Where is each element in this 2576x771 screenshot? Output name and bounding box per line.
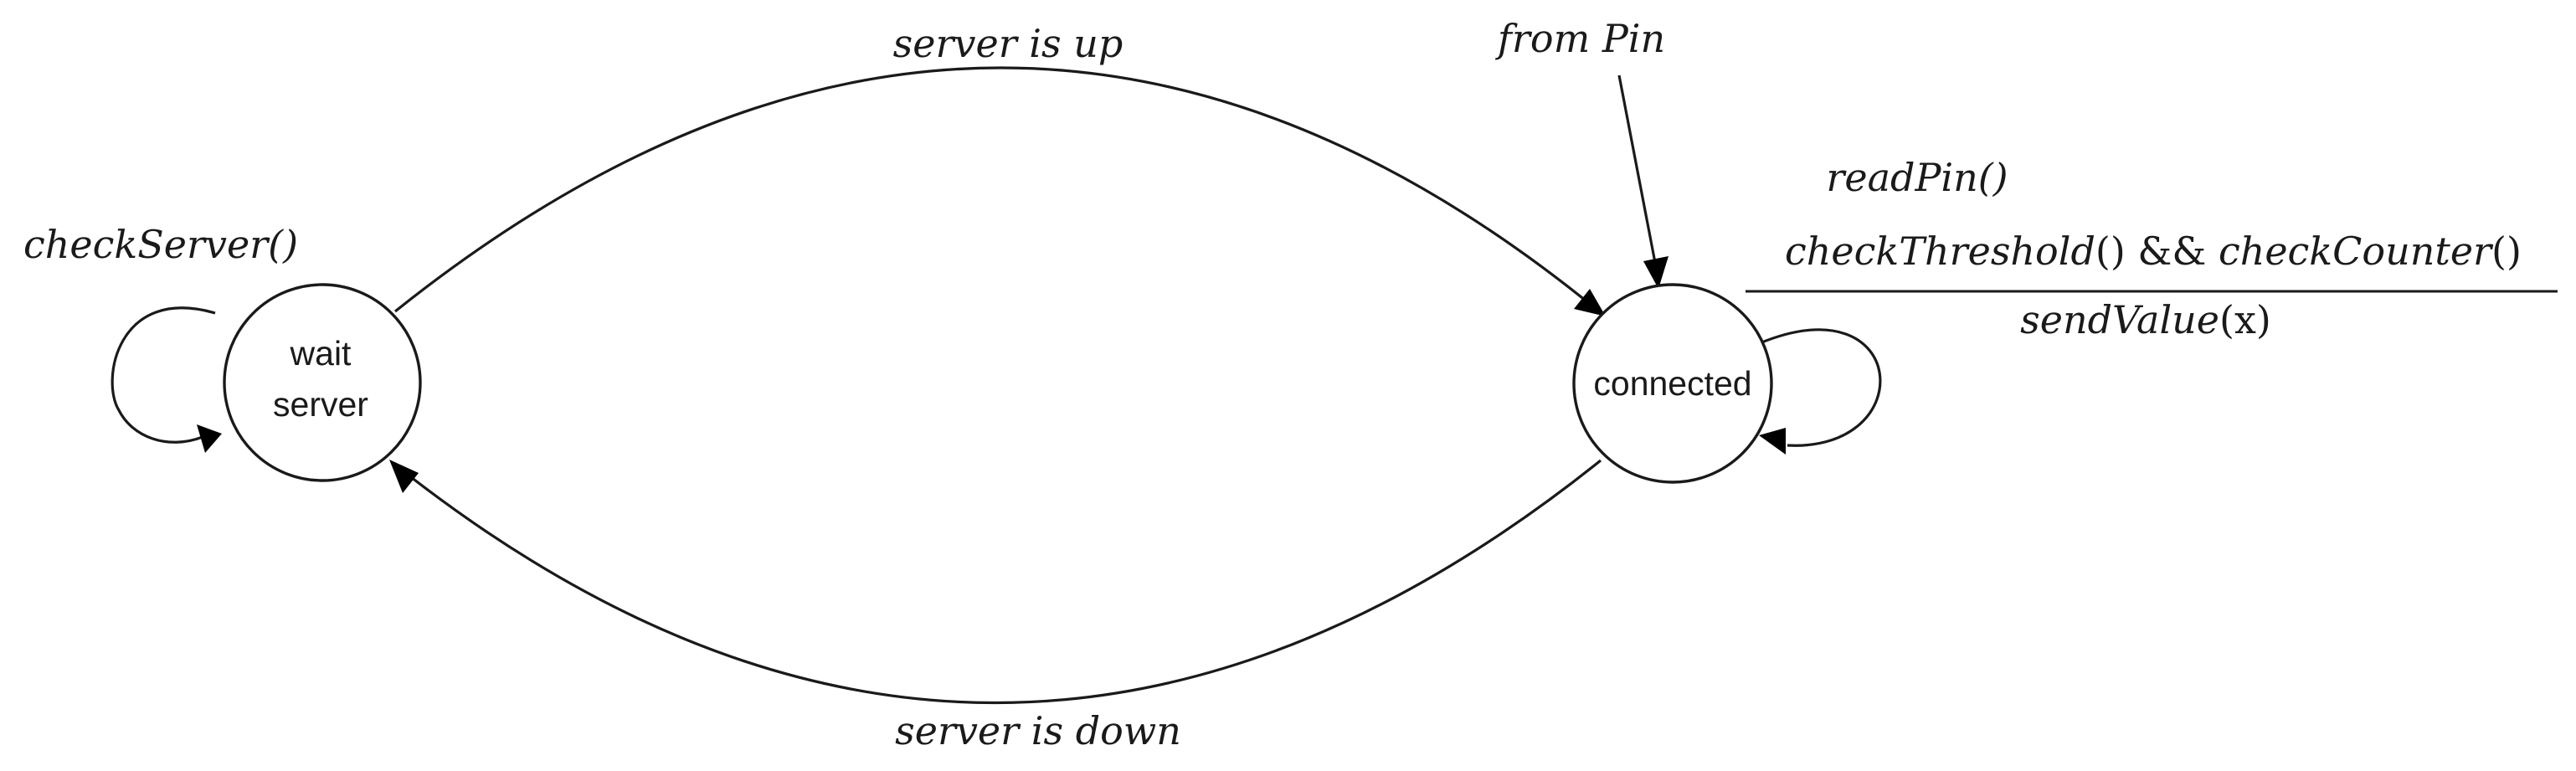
check-server-label: checkServer()	[23, 222, 298, 267]
initial-edge	[1617, 75, 1658, 268]
state-connected-label: connected	[1593, 364, 1751, 403]
from-pin-label: from Pin	[1495, 16, 1665, 61]
server-down-edge	[391, 459, 1602, 705]
guard-label: checkThreshold() && checkCounter()	[1785, 229, 2522, 274]
action-label: sendValue(x)	[2020, 297, 2271, 342]
connected-loop-arrowhead	[1759, 428, 1786, 455]
read-pin-label: readPin()	[1826, 155, 2008, 200]
server-down-arrowhead	[389, 460, 419, 493]
action-part-args: (x)	[2219, 297, 2271, 342]
state-connected[interactable]	[1572, 283, 1773, 484]
state-wait-server[interactable]	[223, 283, 422, 482]
server-down-label: server is down	[895, 708, 1181, 753]
state-wait-server-label-line1: wait	[290, 334, 352, 373]
server-up-arrowhead	[1574, 289, 1606, 316]
guard-part-mid: () &&	[2095, 229, 2219, 274]
initial-arrowhead	[1643, 256, 1668, 289]
wait-loop-arrowhead	[197, 424, 222, 453]
state-wait-server-label-line2: server	[273, 385, 368, 424]
server-up-edge	[394, 66, 1601, 313]
server-up-label: server is up	[893, 21, 1123, 66]
wait-loop-edge	[111, 306, 216, 444]
connected-loop-edge	[1759, 328, 1882, 447]
guard-part-counter: checkCounter	[2219, 229, 2494, 274]
action-part-name: sendValue	[2020, 297, 2219, 342]
guard-part-threshold: checkThreshold	[1785, 229, 2095, 274]
guard-part-end: ()	[2491, 229, 2522, 274]
